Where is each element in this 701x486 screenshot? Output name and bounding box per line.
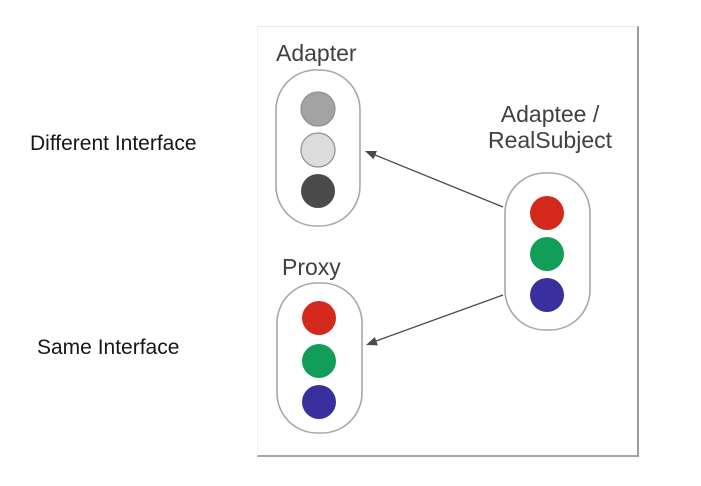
adaptee-circle-blue bbox=[530, 278, 564, 312]
adapter-label: Adapter bbox=[276, 40, 357, 66]
adapter-circle-top bbox=[300, 91, 336, 127]
same-interface-label: Same Interface bbox=[37, 336, 180, 359]
proxy-circle-red bbox=[302, 301, 336, 335]
different-interface-label: Different Interface bbox=[30, 132, 197, 155]
arrow-adaptee-to-adapter-line bbox=[374, 154, 504, 208]
adapter-circle-middle bbox=[300, 132, 336, 168]
proxy-circle-green bbox=[302, 344, 336, 378]
arrow-adaptee-to-proxy-line bbox=[375, 294, 504, 342]
arrow-adaptee-to-adapter-head bbox=[365, 151, 377, 160]
adaptee-label: Adaptee / RealSubject bbox=[450, 101, 650, 153]
adaptee-label-line1: Adaptee / bbox=[500, 101, 600, 127]
proxy-label: Proxy bbox=[282, 254, 341, 280]
adaptee-label-line2: RealSubject bbox=[487, 127, 613, 153]
adaptee-circle-green bbox=[530, 237, 564, 271]
arrow-adaptee-to-proxy-head bbox=[366, 337, 378, 346]
adaptee-circle-red bbox=[530, 196, 564, 230]
arrow-adaptee-to-adapter bbox=[365, 151, 504, 208]
adapter-circle-bottom bbox=[301, 174, 335, 208]
arrow-adaptee-to-proxy bbox=[366, 294, 504, 346]
proxy-circle-blue bbox=[302, 385, 336, 419]
